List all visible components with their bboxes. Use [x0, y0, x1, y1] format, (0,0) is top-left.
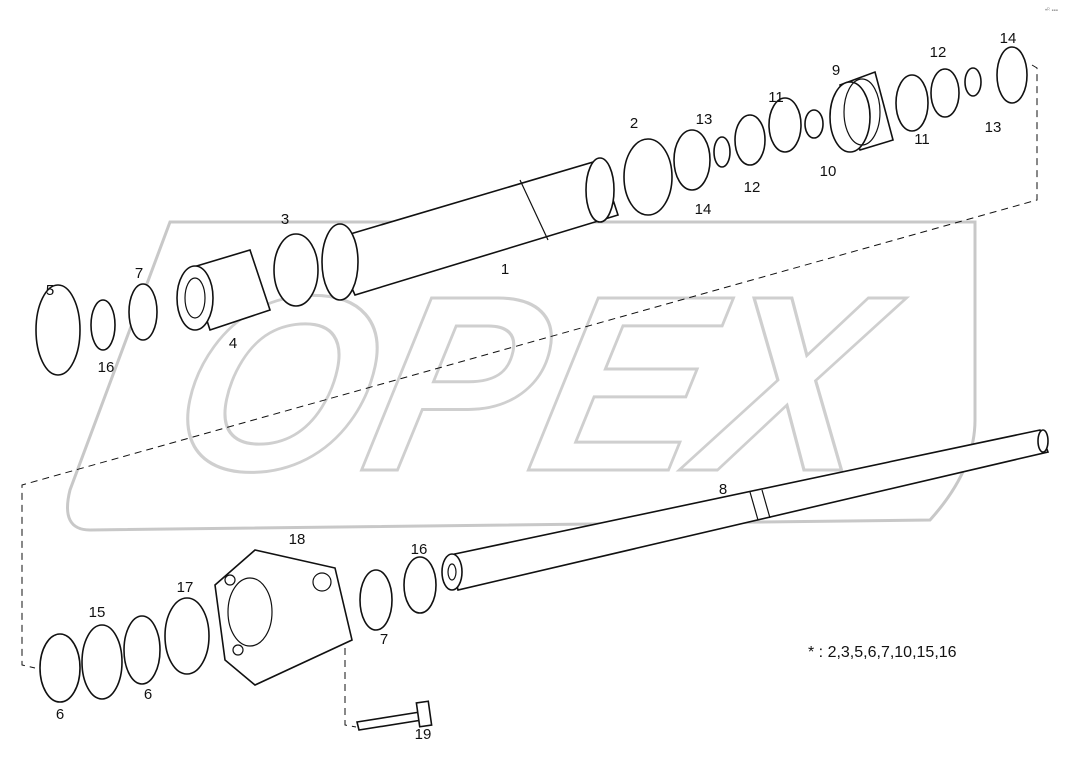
gland: [176, 249, 272, 332]
bolt: [356, 700, 433, 731]
part-number-label: 8: [719, 481, 727, 498]
part-number-label: 1: [501, 261, 509, 278]
part-number-label: 13: [985, 119, 1002, 136]
part-number-label: 14: [1000, 30, 1017, 47]
part-number-label: 6: [144, 686, 152, 703]
part-number-label: 3: [281, 211, 289, 228]
assembly-line: [21, 64, 1038, 669]
assembly-line-bolt: [344, 648, 357, 728]
cylinder-barrel: [321, 157, 620, 301]
part-number-label: 10: [820, 163, 837, 180]
part-number-label: 15: [89, 604, 106, 621]
part-number-label: 5: [46, 282, 54, 299]
part-number-label: 16: [98, 359, 115, 376]
part-number-label: 17: [177, 579, 194, 596]
cylinder-head: [214, 549, 353, 686]
part-number-label: 18: [289, 531, 306, 548]
seal-rings-top: [35, 46, 1028, 376]
part-number-label: 12: [744, 179, 761, 196]
part-number-label: 11: [768, 89, 784, 106]
part-number-label: 11: [914, 131, 930, 148]
part-number-label: 7: [135, 265, 143, 282]
part-number-label: 14: [695, 201, 712, 218]
part-number-label: 9: [832, 62, 840, 79]
piston-rod: [441, 429, 1050, 591]
corner-mark: •ᴿ ▪▪▪: [1045, 7, 1058, 14]
piston: [829, 70, 894, 153]
part-number-label: 19: [415, 726, 432, 743]
part-number-label: 6: [56, 706, 64, 723]
part-number-label: 13: [696, 111, 713, 128]
part-number-label: 12: [930, 44, 947, 61]
part-number-label: 7: [380, 631, 388, 648]
part-number-label: 16: [411, 541, 428, 558]
part-number-label: 2: [630, 115, 638, 132]
seal-rings-bottom: [39, 556, 437, 703]
parts-note: * : 2,3,5,6,7,10,15,16: [808, 644, 957, 661]
part-number-label: 4: [229, 335, 237, 352]
